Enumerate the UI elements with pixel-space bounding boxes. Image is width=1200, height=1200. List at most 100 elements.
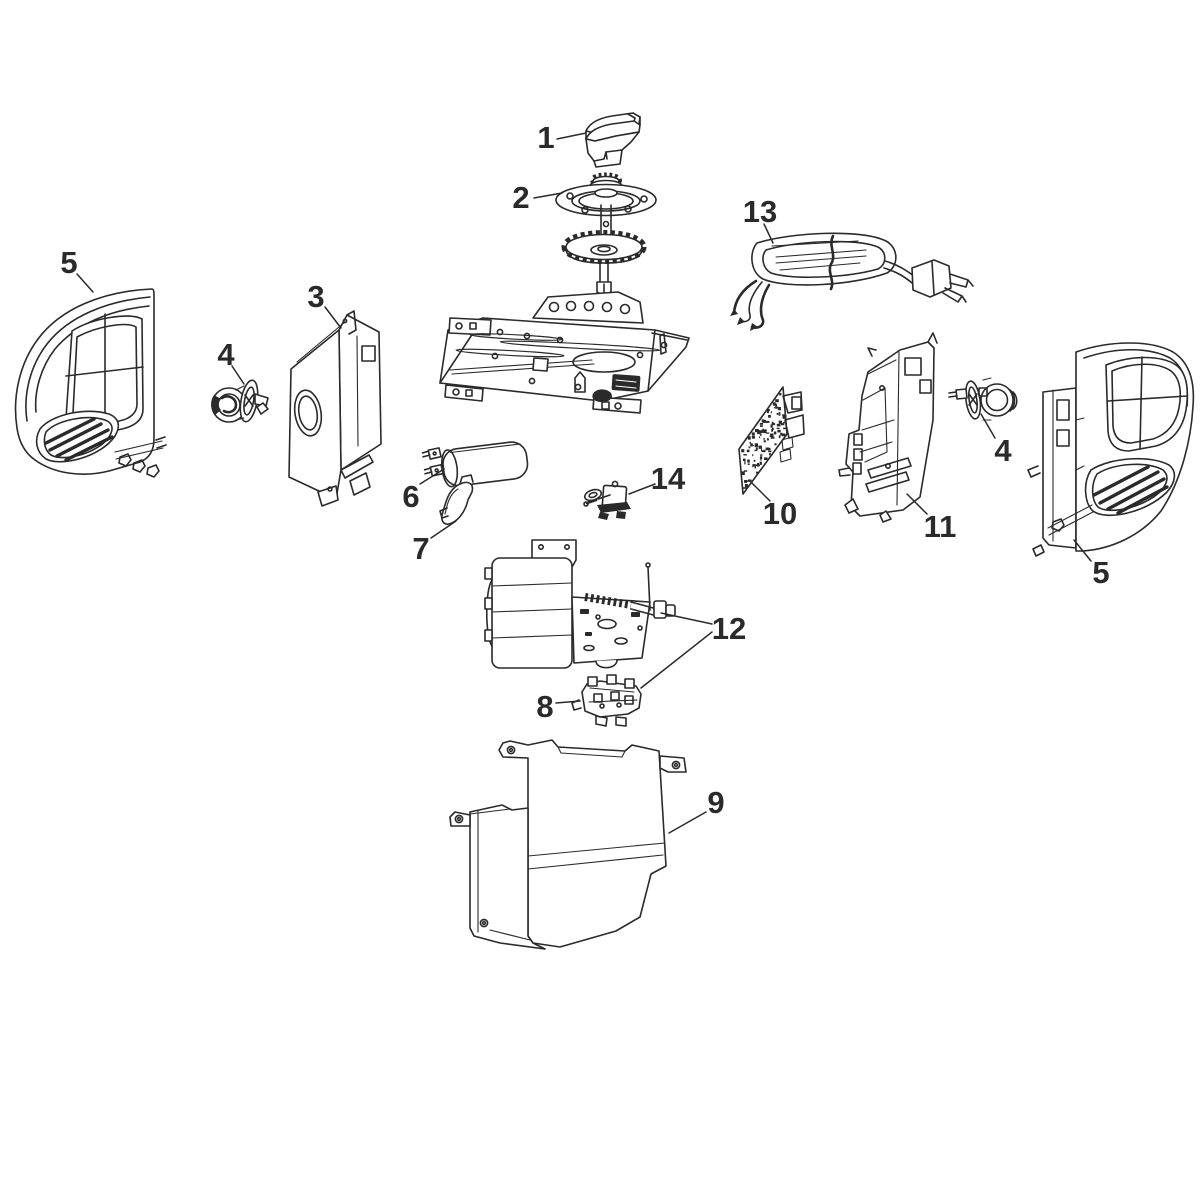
- leader-line-end-cover-right: [1073, 539, 1092, 562]
- pcb-speck: [758, 464, 760, 467]
- pcb-speck: [772, 427, 774, 431]
- pcb-speck: [760, 448, 762, 451]
- pcb-speck: [754, 446, 759, 448]
- pcb-speck: [746, 449, 750, 453]
- pcb-speck: [768, 450, 772, 453]
- chassis-frame-drawing: [439, 291, 690, 414]
- pcb-speck: [758, 430, 762, 434]
- leader-line-motor-assembly: [660, 612, 713, 625]
- pcb-speck: [769, 435, 774, 437]
- pcb-speck: [778, 407, 781, 411]
- part-label-support-bracket-right: 11: [924, 509, 957, 544]
- part-label-lamp-socket-left: 4: [217, 337, 235, 372]
- pcb-speck: [761, 450, 764, 452]
- part-label-side-panel-left: 3: [307, 279, 324, 314]
- pcb-speck: [781, 433, 786, 437]
- part-label-end-cover-left: 5: [60, 245, 77, 280]
- leader-line-lamp-socket-right: [980, 413, 996, 439]
- pcb-speck: [743, 454, 747, 456]
- pcb-speck: [774, 406, 776, 409]
- pcb-speck: [780, 432, 783, 436]
- end-cover-right-drawing: [1027, 342, 1195, 557]
- pcb-speck: [778, 412, 781, 416]
- part-label-sprocket-cover: 1: [537, 120, 554, 155]
- pcb-speck: [759, 461, 762, 465]
- pcb-speck: [778, 435, 781, 439]
- support-bracket-right-drawing: [838, 332, 938, 523]
- pcb-speck: [750, 443, 753, 447]
- pcb-speck: [755, 447, 758, 450]
- pcb-speck: [754, 449, 758, 452]
- pcb-speck: [748, 446, 751, 449]
- pcb-speck: [771, 421, 774, 425]
- pcb-speck: [776, 406, 779, 409]
- part-label-capacitor: 6: [402, 479, 419, 514]
- limit-switch-drawing: [583, 480, 631, 520]
- leader-line-circuit-board: [748, 479, 771, 502]
- pcb-speck: [752, 444, 754, 446]
- pcb-speck: [754, 465, 756, 469]
- pcb-speck: [763, 438, 765, 440]
- part-label-circuit-board: 10: [763, 496, 797, 531]
- pcb-speck: [765, 420, 770, 423]
- leader-line-capacitor: [419, 468, 445, 485]
- leader-line-terminal-assembly: [555, 700, 581, 704]
- pcb-speck: [772, 402, 776, 406]
- pcb-speck: [741, 471, 745, 475]
- pcb-speck: [765, 447, 770, 451]
- sprocket-cover-drawing: [585, 112, 641, 168]
- pcb-speck: [759, 436, 761, 439]
- pcb-speck: [753, 459, 756, 462]
- pcb-speck: [777, 408, 781, 410]
- pcb-speck: [776, 412, 779, 415]
- pcb-speck: [757, 463, 759, 467]
- pcb-speck: [758, 445, 762, 449]
- pcb-speck: [766, 438, 769, 441]
- pcb-speck: [768, 414, 771, 418]
- pcb-speck: [775, 405, 777, 409]
- pcb-speck: [776, 427, 780, 429]
- part-label-motor-cover: 9: [707, 785, 724, 820]
- lamp-socket-right-drawing: [948, 377, 1018, 421]
- part-label-sprocket-shaft-gear: 2: [512, 180, 529, 215]
- pcb-speck: [760, 425, 763, 427]
- pcb-speck: [773, 436, 775, 439]
- pcb-speck: [747, 459, 750, 463]
- leader-line-power-cord: [763, 223, 774, 244]
- pcb-speck: [755, 471, 759, 474]
- pcb-speck: [776, 423, 781, 427]
- pcb-speck: [777, 429, 781, 433]
- leader-line-support-bracket-right: [906, 493, 928, 515]
- pcb-speck: [773, 431, 777, 435]
- pcb-speck: [770, 433, 774, 437]
- pcb-speck: [760, 458, 762, 461]
- part-label-end-cover-right: 5: [1092, 555, 1109, 590]
- pcb-speck: [759, 434, 762, 436]
- pcb-speck: [770, 424, 773, 428]
- pcb-speck: [764, 457, 768, 460]
- part-label-power-cord: 13: [743, 194, 777, 229]
- pcb-speck: [752, 464, 756, 467]
- pcb-speck: [775, 403, 777, 406]
- leader-line-end-cover-left: [76, 273, 94, 293]
- pcb-speck: [770, 411, 772, 414]
- leader-line-motor-cover: [668, 811, 707, 834]
- pcb-speck: [741, 449, 745, 453]
- pcb-speck: [783, 421, 786, 424]
- pcb-speck: [763, 449, 766, 453]
- pcb-speck: [774, 443, 777, 446]
- pcb-speck: [744, 461, 746, 465]
- side-panel-left-drawing: [288, 310, 382, 507]
- pcb-speck: [761, 429, 764, 433]
- pcb-speck: [751, 432, 755, 436]
- pcb-speck: [765, 432, 770, 434]
- power-cord-drawing: [730, 232, 974, 331]
- leader-line-lamp-socket-left: [231, 365, 245, 385]
- part-label-capacitor-strap: 7: [412, 531, 429, 566]
- leader-line-sprocket-shaft-gear: [533, 192, 563, 199]
- pcb-speck: [747, 480, 751, 482]
- leader-line-limit-switch: [628, 483, 656, 495]
- pcb-speck: [744, 480, 746, 482]
